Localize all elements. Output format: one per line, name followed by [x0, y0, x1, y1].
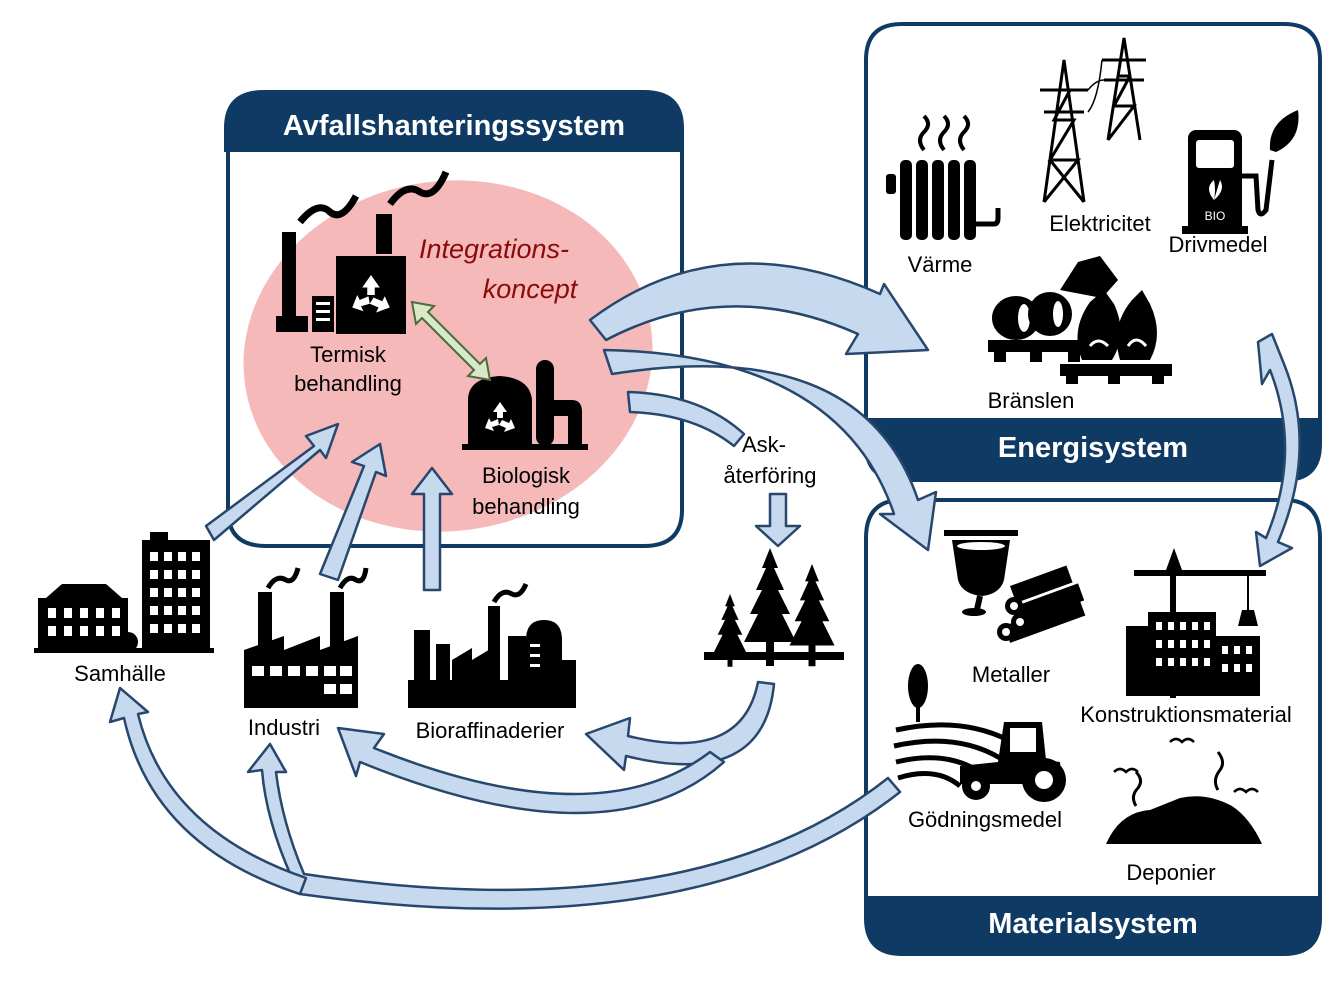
landfill-icon — [1106, 737, 1262, 844]
arrow-materials-to-society — [108, 686, 308, 896]
waste-system-title: Avfallshanteringssystem — [283, 110, 625, 142]
arrow-energy-material-exchange — [1254, 332, 1301, 568]
arrow-industry-to-treatment — [318, 442, 388, 582]
industry-icon — [244, 567, 369, 708]
ash-recycling-label-2: återföring — [724, 463, 817, 488]
fuel-barrels-icon — [988, 256, 1172, 384]
fuel-label: Drivmedel — [1168, 232, 1267, 257]
integration-concept-label-1: Integrations- — [419, 234, 569, 264]
arrow-to-material-system — [602, 348, 938, 552]
thermal-treatment-label-1: Termisk — [310, 342, 387, 367]
arrow-ash-to-forest — [754, 492, 802, 548]
arrow-to-energy-system — [588, 262, 930, 356]
arrow-ash-recycling — [626, 390, 746, 448]
biorefineries-label: Bioraffinaderier — [416, 718, 565, 743]
factory-icon — [276, 170, 450, 334]
metal-crucible-icon — [944, 530, 1086, 643]
society-label: Samhälle — [74, 661, 166, 686]
arrow-forest-to-industry — [336, 726, 726, 815]
refinery-icon — [408, 582, 576, 708]
biological-treatment-label-1: Biologisk — [482, 463, 571, 488]
integration-double-arrow — [410, 300, 492, 382]
biological-treatment-label-2: behandling — [472, 494, 580, 519]
bio-fuel-pump-icon: BIO — [1182, 110, 1299, 234]
material-system-box — [864, 498, 1322, 956]
arrow-forest-to-biorefineries — [584, 680, 776, 772]
construction-material-label: Konstruktionsmaterial — [1080, 702, 1292, 727]
bio-text-on-pump: BIO — [1205, 209, 1226, 223]
fuels-label: Bränslen — [988, 388, 1075, 413]
thermal-treatment-label-2: behandling — [294, 371, 402, 396]
ash-recycling-label-1: Ask- — [742, 432, 786, 457]
buildings-icon — [34, 532, 214, 653]
forest-icon — [704, 548, 844, 667]
construction-crane-icon — [1126, 548, 1266, 698]
metals-label: Metaller — [972, 662, 1050, 687]
landfill-label: Deponier — [1126, 860, 1215, 885]
tractor-icon — [893, 664, 1066, 802]
material-system-title: Materialsystem — [988, 908, 1198, 940]
power-pylon-icon — [1040, 37, 1146, 203]
heat-label: Värme — [908, 252, 973, 277]
radiator-icon — [886, 114, 1001, 240]
arrow-biorefineries-to-treatment — [410, 466, 454, 592]
energy-system-title: Energisystem — [998, 432, 1188, 464]
arrow-materials-to-industry — [246, 742, 902, 910]
energy-system-box — [864, 22, 1322, 482]
electricity-label: Elektricitet — [1049, 211, 1150, 236]
arrow-society-to-treatment — [204, 422, 340, 542]
integration-concept-label-2: koncept — [483, 274, 579, 304]
industry-label: Industri — [248, 715, 320, 740]
fertilizer-label: Gödningsmedel — [908, 807, 1062, 832]
